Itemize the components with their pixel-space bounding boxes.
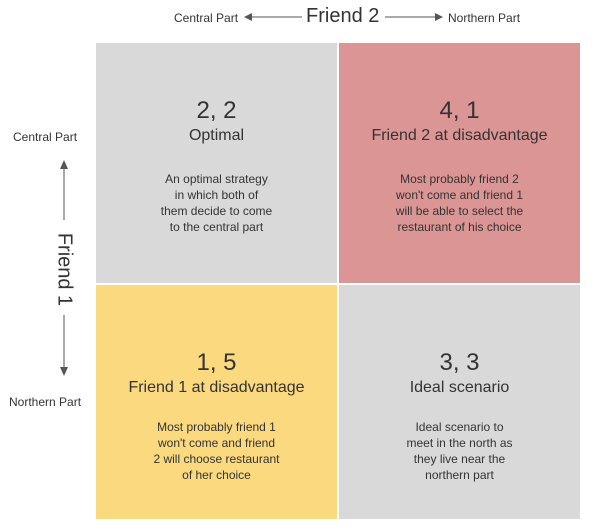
cell-central-northern: 4, 1 Friend 2 at disadvantage Most proba… [339, 43, 580, 283]
cell-description-line: northern part [425, 468, 494, 482]
cell-description-line: won't come and friend 1 [395, 188, 524, 202]
cell-description-line: they live near the [413, 452, 506, 466]
cell-title: Ideal scenario [409, 379, 510, 396]
cell-score: 1, 5 [196, 349, 237, 376]
cell-score: 2, 2 [196, 97, 237, 124]
cell-description-line: 2 will choose restaurant [153, 452, 280, 466]
row-label-northern: Northern Part [9, 395, 82, 409]
cell-description-line: Ideal scenario to [415, 420, 504, 434]
right-arrow-icon [385, 13, 443, 21]
cell-title: Optimal [188, 127, 245, 144]
friend2-label: Friend 2 [306, 5, 380, 27]
cell-description-line: Most probably friend 2 [400, 172, 519, 186]
cell-description-line: meet in the north as [406, 436, 513, 450]
cell-description-line: in which both of [174, 188, 259, 202]
col-label-central: Central Part [174, 11, 239, 25]
cell-score: 4, 1 [439, 97, 480, 124]
cell-title: Friend 1 at disadvantage [128, 379, 305, 396]
vertical-arrow-icon [60, 160, 68, 376]
cell-description-line: to the central part [169, 220, 264, 234]
cell-description-line: them decide to come [160, 204, 273, 218]
cell-description-line: An optimal strategy [165, 172, 268, 186]
friend1-label: Friend 1 [53, 232, 76, 307]
cell-score: 3, 3 [439, 349, 480, 376]
cell-central-central: 2, 2 Optimal An optimal strategy in whic… [96, 43, 337, 283]
cell-description-line: won't come and friend [157, 436, 276, 450]
cell-northern-northern: 3, 3 Ideal scenario Ideal scenario to me… [339, 285, 580, 519]
cell-description-line: will be able to select the [395, 204, 524, 218]
left-arrow-icon [244, 13, 302, 21]
cell-northern-central: 1, 5 Friend 1 at disadvantage Most proba… [96, 285, 337, 519]
cell-description-line: Most probably friend 1 [157, 420, 276, 434]
cell-description-line: restaurant of his choice [397, 220, 522, 234]
payoff-matrix: 2, 2 Optimal An optimal strategy in whic… [96, 43, 580, 519]
cell-title: Friend 2 at disadvantage [371, 127, 548, 144]
row-label-central: Central Part [13, 130, 78, 144]
col-label-northern: Northern Part [448, 11, 521, 25]
cell-description-line: of her choice [182, 468, 251, 482]
